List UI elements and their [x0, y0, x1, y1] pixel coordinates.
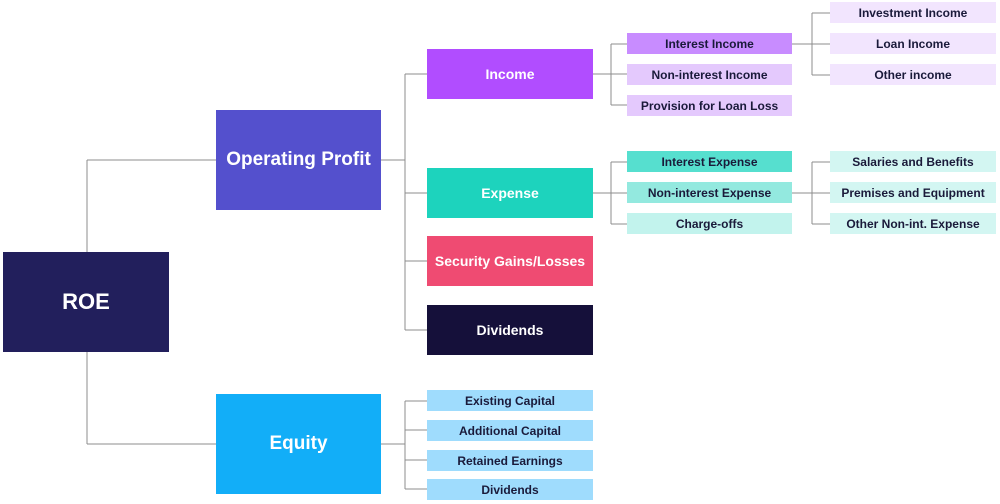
- node-charge-offs: Charge-offs: [627, 213, 792, 234]
- node-equity: Equity: [216, 394, 381, 494]
- node-retained-earnings: Retained Earnings: [427, 450, 593, 471]
- node-non-interest-expense: Non-interest Expense: [627, 182, 792, 203]
- node-interest-expense: Interest Expense: [627, 151, 792, 172]
- node-loan-income: Loan Income: [830, 33, 996, 54]
- node-interest-income: Interest Income: [627, 33, 792, 54]
- node-operating-profit: Operating Profit: [216, 110, 381, 210]
- node-roe: ROE: [3, 252, 169, 352]
- node-existing-capital: Existing Capital: [427, 390, 593, 411]
- node-additional-capital: Additional Capital: [427, 420, 593, 441]
- node-other-income: Other income: [830, 64, 996, 85]
- node-salaries-and-benefits: Salaries and Benefits: [830, 151, 996, 172]
- node-other-non-int-expense: Other Non-int. Expense: [830, 213, 996, 234]
- node-non-interest-income: Non-interest Income: [627, 64, 792, 85]
- node-security-gains-losses: Security Gains/Losses: [427, 236, 593, 286]
- node-dividends-operating: Dividends: [427, 305, 593, 355]
- node-investment-income: Investment Income: [830, 2, 996, 23]
- node-expense: Expense: [427, 168, 593, 218]
- node-premises-and-equipment: Premises and Equipment: [830, 182, 996, 203]
- node-provision-for-loan-loss: Provision for Loan Loss: [627, 95, 792, 116]
- node-income: Income: [427, 49, 593, 99]
- node-dividends-equity: Dividends: [427, 479, 593, 500]
